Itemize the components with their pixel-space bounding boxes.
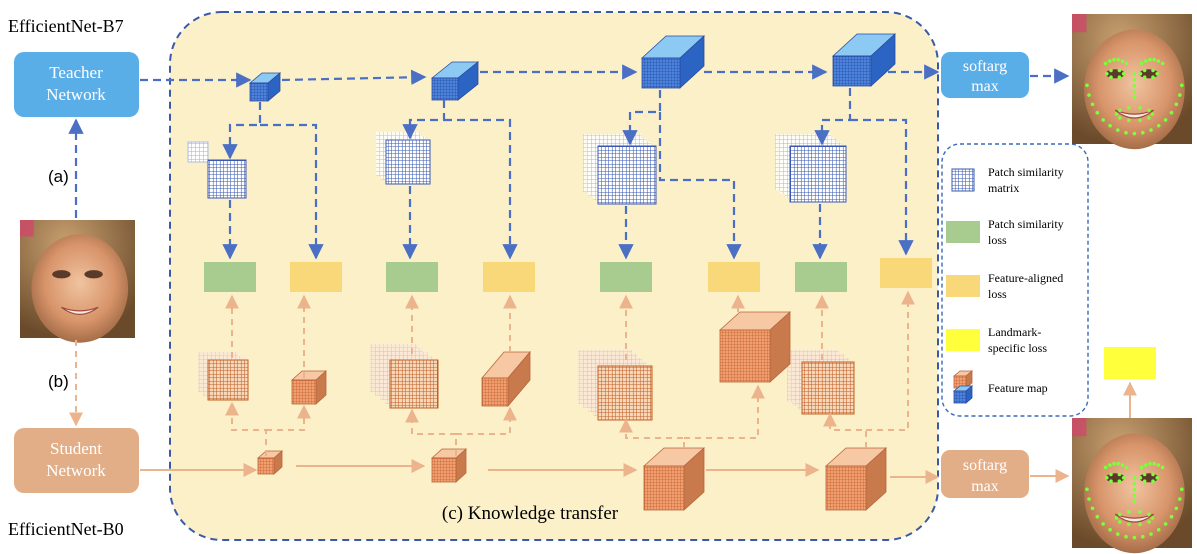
legend-item: Patch similarity matrix — [951, 165, 1064, 195]
student-aligned-feature-1 — [290, 370, 328, 405]
teacher-feature-map-4 — [831, 33, 897, 87]
teacher-patch-matrix-2 — [376, 132, 431, 185]
patch-similarity-loss-3 — [600, 262, 652, 292]
teacher-softargmax-line2: max — [971, 78, 999, 95]
student-softargmax-box — [941, 450, 1029, 498]
arrow-t4-to-matrix — [814, 88, 852, 146]
legend-item-label: Patch similarity — [988, 165, 1064, 179]
input-face-image — [20, 220, 135, 343]
legend-item-label: Patch similarity — [988, 217, 1064, 231]
knowledge-transfer-label: (c) Knowledge transfer — [442, 503, 619, 524]
legend-item-label: loss — [988, 233, 1007, 247]
teacher-model-label: EfficientNet-B7 — [8, 16, 124, 36]
student-feature-map-2 — [430, 448, 468, 483]
feature-aligned-loss-3 — [708, 262, 760, 292]
arrow-s2-to-aligned — [456, 406, 517, 435]
teacher-patch-matrix-1 — [207, 159, 247, 199]
student-network-box — [14, 428, 139, 493]
student-softargmax-line2: max — [971, 478, 999, 495]
patch-similarity-loss-1 — [204, 262, 256, 292]
student-aligned-feature-3 — [718, 311, 792, 383]
student-feature-map-1 — [256, 450, 284, 475]
patch-similarity-loss-2 — [386, 262, 438, 292]
arrow-s4-to-matrix — [823, 412, 867, 448]
legend-item-label: matrix — [988, 181, 1019, 195]
arrow-t4-to-feat-loss — [850, 118, 914, 256]
legend-item: Feature-aligned loss — [946, 271, 1063, 301]
student-aligned-feature-2 — [481, 350, 531, 408]
arrow-s1-to-aligned — [266, 404, 311, 431]
teacher-feature-map-1 — [248, 72, 282, 102]
arrow-s4-to-feat-loss — [866, 290, 915, 431]
arrow-s3-to-aligned — [684, 384, 765, 439]
student-network-label-line2: Network — [46, 461, 106, 480]
teacher-feature-map-3 — [640, 35, 706, 89]
arrow-t1-to-matrix — [222, 102, 262, 160]
teacher-patch-matrix-4 — [775, 134, 847, 203]
student-feature-map-3 — [642, 447, 706, 511]
arrow-s2-to-matrix — [405, 408, 457, 456]
legend-item-label: Landmark- — [988, 325, 1041, 339]
legend-item-label: Feature map — [988, 381, 1048, 395]
legend-item-label: loss — [988, 287, 1007, 301]
teacher-softargmax-line1: softarg — [963, 58, 1007, 75]
patch-similarity-loss-4 — [795, 262, 847, 292]
teacher-network-label-line2: Network — [46, 85, 106, 104]
student-patch-matrix-4 — [787, 350, 855, 415]
arrow-t1-to-feat-loss — [260, 123, 324, 260]
teacher-network-label-line1: Teacher — [49, 63, 103, 82]
path-a-label: (a) — [48, 167, 69, 186]
feature-aligned-loss-2 — [483, 262, 535, 292]
arrow-t3-to-matrix — [622, 90, 662, 146]
student-patch-matrix-2 — [370, 344, 439, 409]
arrow-teacher-stage1-to-2 — [281, 69, 427, 85]
legend-item-label: specific loss — [988, 341, 1047, 355]
arrow-s1-to-matrix — [225, 401, 267, 456]
teacher-network-box — [14, 52, 139, 117]
landmark-loss-box — [1104, 347, 1156, 379]
student-model-label: EfficientNet-B0 — [8, 519, 124, 539]
student-network-label-line1: Student — [50, 439, 102, 458]
student-softargmax-line1: softarg — [963, 457, 1007, 474]
path-b-label: (b) — [48, 372, 69, 391]
legend-item: Feature map — [988, 381, 1048, 395]
arrow-s3-to-matrix — [619, 418, 685, 448]
student-feature-map-4 — [824, 447, 888, 511]
small-patch-icon — [187, 141, 209, 163]
student-patch-matrix-1 — [198, 352, 249, 401]
arrow-t3-to-feat-loss — [658, 112, 742, 260]
legend-item-label: Feature-aligned — [988, 271, 1063, 285]
knowledge-transfer-panel — [169, 11, 939, 541]
legend-item: Patch similarity loss — [946, 217, 1064, 247]
teacher-patch-matrix-3 — [583, 134, 657, 205]
feature-aligned-loss-1 — [290, 262, 342, 292]
feature-aligned-loss-4 — [880, 258, 932, 288]
legend-item: Landmark-specific loss — [946, 325, 1047, 355]
arrow-t2-to-feat-loss — [444, 118, 518, 260]
teacher-feature-map-2 — [430, 61, 480, 101]
student-patch-matrix-3 — [578, 350, 653, 421]
student-output-face-image — [1072, 418, 1192, 554]
teacher-softargmax-box — [941, 52, 1029, 98]
teacher-output-face-image — [1072, 14, 1192, 150]
